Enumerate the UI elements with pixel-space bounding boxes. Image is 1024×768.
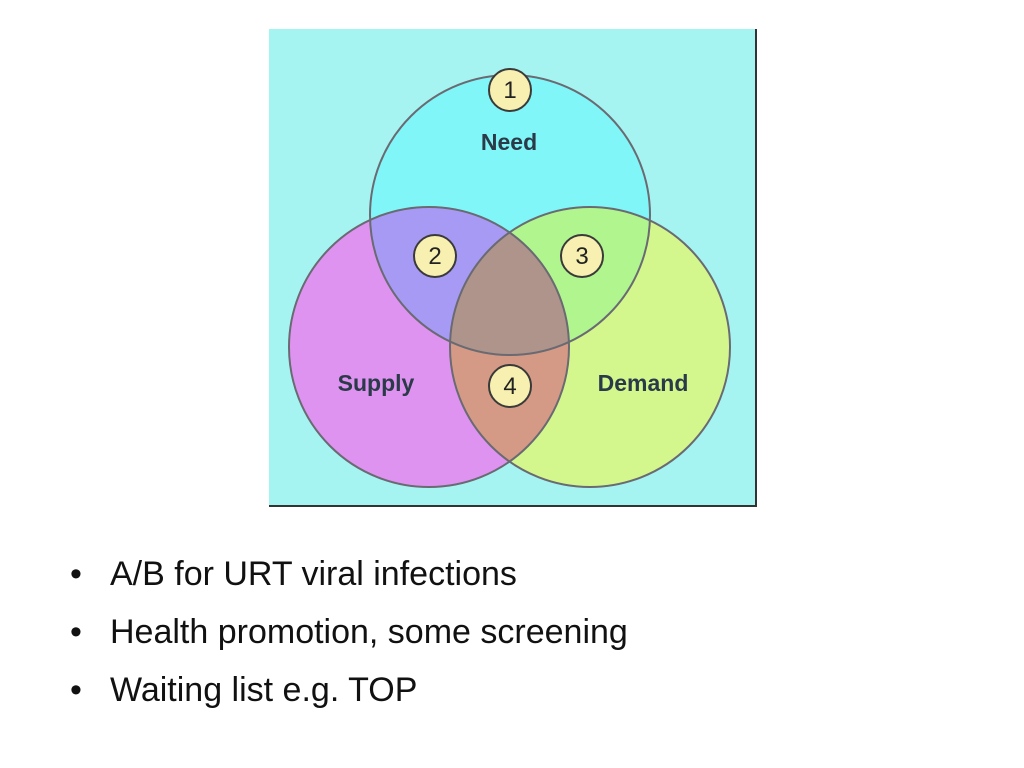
need-label: Need [481,129,537,155]
badge-1 [488,68,532,112]
bullet-text: A/B for URT viral infections [110,555,517,593]
region-number-1: 1 [503,77,516,104]
bullet-item: • Waiting list e.g. TOP [70,661,970,719]
bullet-list: • A/B for URT viral infections • Health … [70,545,970,719]
bullet-item: • Health promotion, some screening [70,603,970,661]
badge-3 [560,234,604,278]
venn-diagram: Need Supply Demand 1 2 3 4 [269,29,758,508]
bullet-item: • A/B for URT viral infections [70,545,970,603]
supply-circle-outline [288,206,570,488]
region-number-3: 3 [575,243,588,270]
center-overlap [450,207,569,355]
demand-circle-outline [449,206,731,488]
demand-label: Demand [598,370,689,396]
region-number-2: 2 [428,243,441,270]
supply-label: Supply [338,370,415,396]
badge-2 [413,234,457,278]
bullet-text: Health promotion, some screening [110,613,628,651]
badge-4 [488,364,532,408]
region-number-4: 4 [503,373,516,400]
bullet-marker: • [70,613,82,651]
bullet-text: Waiting list e.g. TOP [110,671,418,709]
bullet-marker: • [70,671,82,709]
bullet-marker: • [70,555,82,593]
